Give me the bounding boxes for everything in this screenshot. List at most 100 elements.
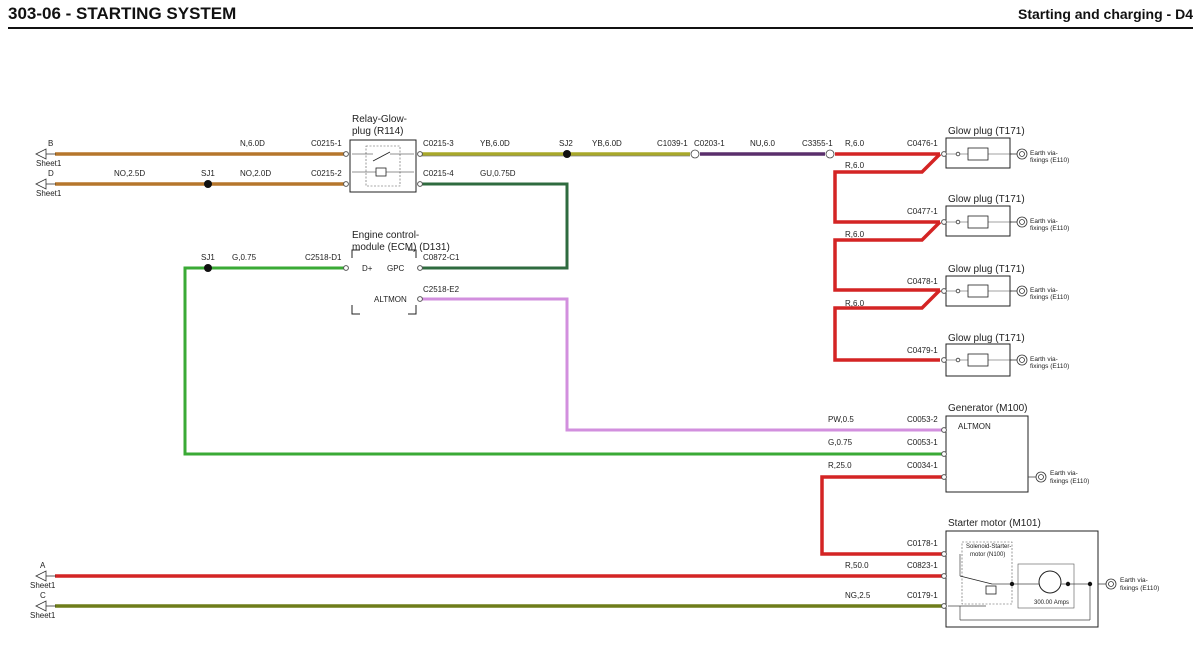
starter-motor bbox=[941, 530, 1106, 628]
connector-label: C0215-2 bbox=[311, 169, 342, 178]
earth-icon bbox=[1035, 471, 1047, 483]
inline-connectors bbox=[690, 149, 835, 159]
wire-label: GU,0.75D bbox=[480, 169, 516, 178]
connector-label: C0823-1 bbox=[907, 561, 938, 570]
solenoid-outline bbox=[961, 541, 1013, 605]
connector-label: C2518-E2 bbox=[423, 285, 460, 294]
starter-pin-c0178 bbox=[941, 551, 947, 557]
earth-label-6b: fixings (E110) bbox=[1120, 585, 1159, 592]
glow-plug-4-node bbox=[955, 357, 961, 363]
earth-label-5b: fixings (E110) bbox=[1050, 478, 1089, 485]
earth-labels: Earth via- fixings (E110) Earth via- fix… bbox=[1030, 150, 1159, 592]
earth-symbols bbox=[1010, 148, 1117, 590]
ecm-pin-altmon: ALTMON bbox=[374, 295, 407, 304]
connector-label: C0053-2 bbox=[907, 415, 938, 424]
generator bbox=[941, 415, 1036, 493]
splice-sj2 bbox=[563, 150, 571, 158]
ecm-corner-bl bbox=[351, 305, 360, 315]
wire-label: R,6.0 bbox=[845, 139, 865, 148]
wire-g-green bbox=[183, 266, 944, 456]
ecm-pin-dplus: D+ bbox=[362, 264, 373, 273]
inline-connector-c1039 bbox=[690, 149, 700, 159]
earth-label-1b: fixings (E110) bbox=[1030, 157, 1069, 164]
wire-label: N,6.0D bbox=[240, 139, 265, 148]
offsheet-arrow-b bbox=[35, 148, 47, 160]
offsheet-sheet-c: Sheet1 bbox=[30, 611, 56, 620]
ecm bbox=[343, 249, 423, 315]
glow-plug-2-element bbox=[967, 215, 989, 229]
offsheet-sheet-a: Sheet1 bbox=[30, 581, 56, 590]
earth-label-2a: Earth via- bbox=[1030, 218, 1058, 225]
connector-label: C0479-1 bbox=[907, 346, 938, 355]
glow-plug-3-pin bbox=[941, 288, 947, 294]
earth-icon bbox=[1105, 578, 1117, 590]
offsheet-letter-b: B bbox=[48, 139, 53, 148]
starter-node-2 bbox=[1065, 581, 1071, 587]
relay-box bbox=[349, 139, 417, 193]
wire-label: YB,6.0D bbox=[592, 139, 622, 148]
offsheet-arrow-c bbox=[35, 600, 47, 612]
ecm-corner-tl bbox=[351, 249, 360, 258]
glow-plug-3-title: Glow plug (T171) bbox=[948, 264, 1025, 275]
glow-plug-2-node bbox=[955, 219, 961, 225]
glow-plug-1-element bbox=[967, 147, 989, 161]
offsheet-sheet-d: Sheet1 bbox=[36, 189, 62, 198]
offsheet-arrow-d bbox=[35, 178, 47, 190]
ecm-corner-tr bbox=[408, 249, 417, 258]
ecm-pin-gpc: GPC bbox=[387, 264, 405, 273]
wire-labels: N,6.0D NO,2.5D NO,2.0D YB,6.0D YB,6.0D N… bbox=[114, 139, 871, 600]
earth-label-1a: Earth via- bbox=[1030, 150, 1058, 157]
generator-title: Generator (M100) bbox=[948, 403, 1027, 414]
connector-label: C0034-1 bbox=[907, 461, 938, 470]
splice-label-sj2: SJ2 bbox=[559, 139, 573, 148]
connector-label: C0178-1 bbox=[907, 539, 938, 548]
wire-pw-pink bbox=[420, 297, 944, 432]
generator-pin-altmon: ALTMON bbox=[958, 422, 991, 431]
connector-label: C0476-1 bbox=[907, 139, 938, 148]
connector-label: C0053-1 bbox=[907, 438, 938, 447]
wire-label: PW,0.5 bbox=[828, 415, 854, 424]
offsheet-arrow-a bbox=[35, 570, 47, 582]
relay-coil bbox=[375, 167, 387, 177]
splice-sj1-top bbox=[204, 180, 212, 188]
glow-plug-1-node bbox=[955, 151, 961, 157]
wire-glow-red-3 bbox=[833, 220, 942, 292]
ecm-title-2: module (ECM) (D131) bbox=[352, 242, 450, 253]
section-title: 303-06 - STARTING SYSTEM bbox=[8, 4, 237, 23]
ecm-title-1: Engine control- bbox=[352, 230, 419, 241]
connector-label: C0203-1 bbox=[694, 139, 725, 148]
starter-node-1 bbox=[1009, 581, 1015, 587]
motor-icon bbox=[1038, 570, 1062, 594]
relay-pin-2 bbox=[343, 181, 349, 187]
earth-label-6a: Earth via- bbox=[1120, 577, 1148, 584]
offsheet-letter-c: C bbox=[40, 591, 46, 600]
connector-label: C2518-D1 bbox=[305, 253, 342, 262]
wire-label: NU,6.0 bbox=[750, 139, 775, 148]
offsheet-labels: B Sheet1 D Sheet1 A Sheet1 C Sheet1 bbox=[30, 139, 62, 620]
page-title: Starting and charging - D4 bbox=[1017, 6, 1193, 22]
glow-plug-2-pin bbox=[941, 219, 947, 225]
relay-contact bbox=[372, 151, 391, 162]
starter-node-3 bbox=[1087, 581, 1093, 587]
ecm-pin-c1 bbox=[417, 265, 423, 271]
starter-pin-c0823 bbox=[941, 573, 947, 579]
motor-amps: 300.00 Amps bbox=[1034, 600, 1069, 606]
earth-label-3b: fixings (E110) bbox=[1030, 294, 1069, 301]
relay-pin-3 bbox=[417, 151, 423, 157]
wires bbox=[55, 152, 944, 608]
connector-label: C0215-4 bbox=[423, 169, 454, 178]
generator-pin-b bbox=[941, 474, 947, 480]
ecm-pin-d1 bbox=[343, 265, 349, 271]
relay-title-1: Relay-Glow- bbox=[352, 114, 407, 125]
offsheet-arrows bbox=[35, 148, 56, 612]
ecm-pin-e2 bbox=[417, 296, 423, 302]
glow-plug-4-title: Glow plug (T171) bbox=[948, 333, 1025, 344]
earth-label-3a: Earth via- bbox=[1030, 287, 1058, 294]
relay-inner bbox=[365, 145, 401, 187]
connector-label: C0872-C1 bbox=[423, 253, 460, 262]
wire-r25-red bbox=[820, 475, 944, 556]
glow-plug-1-title: Glow plug (T171) bbox=[948, 126, 1025, 137]
earth-icon bbox=[1010, 216, 1028, 228]
connector-label: C0477-1 bbox=[907, 207, 938, 216]
connector-label: C3355-1 bbox=[802, 139, 833, 148]
